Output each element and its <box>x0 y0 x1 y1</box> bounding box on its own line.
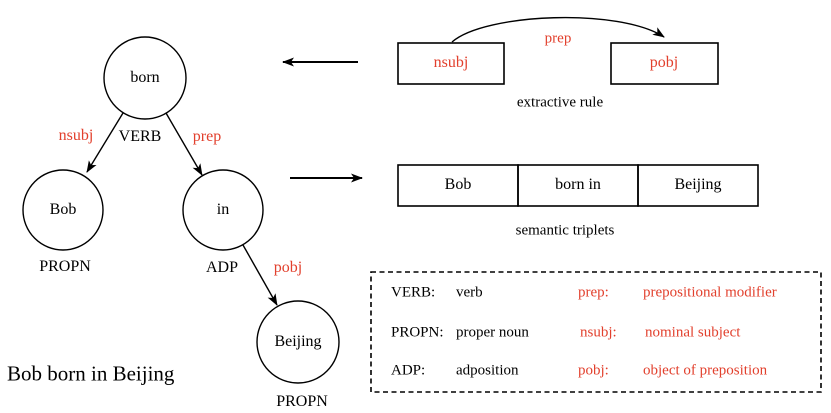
node-label-beijing: Beijing <box>274 333 322 350</box>
edge-label-prep: prep <box>192 128 222 145</box>
node-label-born: born <box>130 69 160 86</box>
rule-box-pobj <box>610 42 719 85</box>
pos-tag-propn-bob: PROPN <box>39 258 91 275</box>
legend-pos-def-propn: proper noun <box>456 324 529 341</box>
semantic-triplets-caption: semantic triplets <box>515 222 615 239</box>
legend-pos-adp: ADP: <box>391 362 426 379</box>
triplet-cell-relation: born in <box>555 176 601 193</box>
legend-dep-pobj: pobj: <box>578 362 609 379</box>
rule-arc-prep <box>451 16 665 43</box>
edge-label-nsubj: nsubj <box>58 127 94 144</box>
legend-dep-def-nsubj: nominal subject <box>645 324 741 341</box>
sentence-text: Bob born in Beijing <box>7 361 175 386</box>
pos-tag-verb: VERB <box>118 128 162 145</box>
pos-tag-adp: ADP <box>205 259 239 276</box>
extractive-rule-caption: extractive rule <box>516 94 604 111</box>
legend-pos-verb: VERB: <box>391 284 436 301</box>
legend-dep-def-prep: prepositional modifier <box>643 284 777 301</box>
rule-arc-label-prep: prep <box>544 30 572 47</box>
node-label-bob: Bob <box>49 201 77 218</box>
triplet-cell-subject: Bob <box>444 176 472 193</box>
legend-dashed-border <box>370 271 822 393</box>
legend-pos-def-adp: adposition <box>456 362 519 379</box>
rule-box-nsubj <box>397 42 505 85</box>
legend-pos-propn: PROPN: <box>391 324 444 341</box>
triplet-cell-object: Beijing <box>674 176 722 193</box>
node-circle-bob <box>22 169 104 251</box>
node-label-in: in <box>216 201 230 218</box>
edge-label-pobj: pobj <box>273 259 303 276</box>
legend-dep-nsubj: nsubj: <box>580 324 617 341</box>
edge-arrow-prep <box>165 112 203 176</box>
triplet-cell-box-object <box>637 164 759 207</box>
edge-arrow-nsubj <box>86 112 124 173</box>
node-circle-born <box>103 36 187 120</box>
legend-pos-def-verb: verb <box>456 284 483 301</box>
node-circle-in <box>182 169 264 251</box>
rule-box-label-pobj: pobj <box>649 54 679 71</box>
rule-box-label-nsubj: nsubj <box>433 54 469 71</box>
legend-dep-prep: prep: <box>578 284 609 301</box>
edge-arrow-pobj <box>242 244 278 306</box>
legend-dep-def-pobj: object of preposition <box>643 362 768 379</box>
node-circle-beijing <box>256 300 340 384</box>
pos-tag-propn-beijing: PROPN <box>276 393 328 410</box>
